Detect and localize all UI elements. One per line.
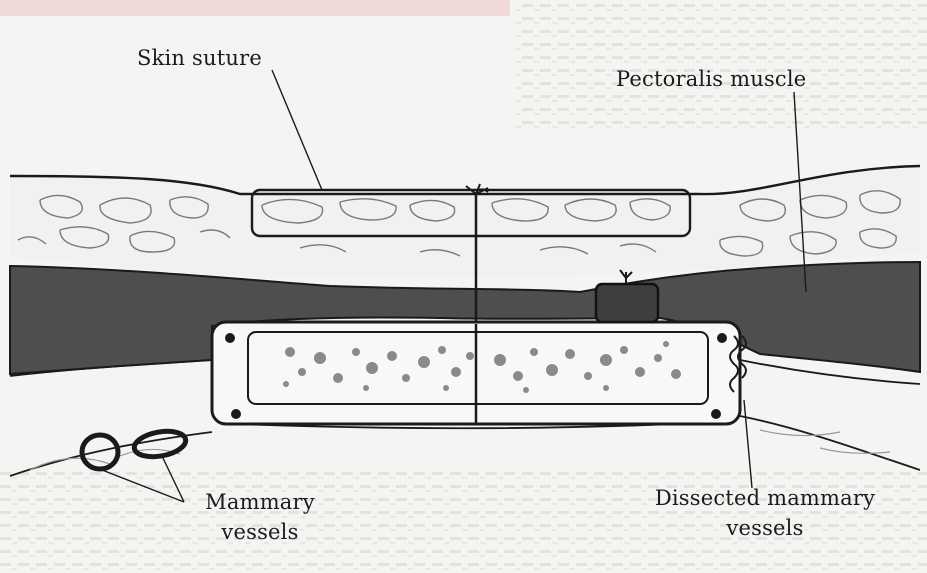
leader-skin-suture	[272, 70, 322, 190]
lower-tissue-texture	[30, 430, 890, 470]
label-dissected-line1: Dissected mammary	[640, 483, 890, 513]
sternum-bone	[212, 322, 740, 424]
mammary-vessels	[82, 428, 188, 469]
label-mammary-line1: Mammary	[190, 487, 330, 517]
label-mammary-vessels: Mammary vessels	[190, 487, 330, 547]
label-pectoralis-muscle: Pectoralis muscle	[616, 64, 806, 94]
label-dissected-mammary-vessels: Dissected mammary vessels	[640, 483, 890, 543]
label-skin-suture: Skin suture	[137, 43, 262, 73]
leader-dissected-vessels	[744, 400, 752, 488]
muscle-suture-loop	[596, 284, 658, 322]
label-mammary-line2: vessels	[190, 517, 330, 547]
label-dissected-line2: vessels	[640, 513, 890, 543]
